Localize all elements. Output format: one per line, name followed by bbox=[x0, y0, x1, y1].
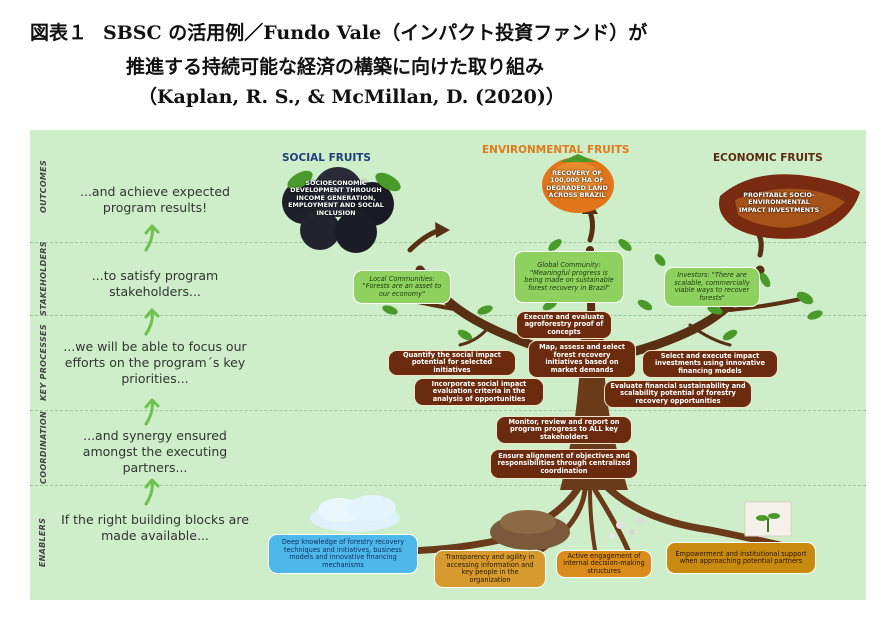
process-quantify-social-impact: Quantify the social impact potential for… bbox=[388, 350, 516, 376]
process-map-assess-select: Map, assess and select forest recovery i… bbox=[528, 340, 636, 378]
enabler-empowerment-support: Empowerment and institutional support wh… bbox=[666, 542, 816, 574]
stakeholder-investors: Investors: "There are scalable, commerci… bbox=[664, 267, 760, 307]
stakeholder-local-communities: Local Communities: "Forests are an asset… bbox=[353, 270, 451, 304]
stakeholder-global-community: Global Community: "Meaningful progress i… bbox=[514, 251, 624, 303]
up-arrow-icon bbox=[144, 478, 160, 506]
seeds-image bbox=[609, 517, 643, 539]
row-label-enablers: ENABLERS bbox=[38, 517, 48, 568]
process-incorporate-social-criteria: Incorporate social impact evaluation cri… bbox=[414, 378, 544, 406]
environmental-fruit bbox=[542, 154, 614, 213]
caption-title: SBSC の活用例／Fundo Vale（インパクト投資ファンド）が bbox=[103, 22, 648, 44]
environmental-fruit-text: RECOVERY OF 100,000 HA OF DEGRADED LAND … bbox=[546, 169, 608, 200]
environmental-fruits-heading: ENVIRONMENTAL FRUITS bbox=[482, 144, 630, 156]
coordination-ensure-alignment: Ensure alignment of objectives and respo… bbox=[490, 449, 638, 479]
social-fruit-text: SOCIOECONOMIC DEVELOPMENT THROUGH INCOME… bbox=[288, 179, 384, 217]
caption-line-3: （Kaplan, R. S., & McMillan, D. (2020)） bbox=[138, 86, 565, 108]
outcomes-text: ...and achieve expected program results! bbox=[80, 184, 230, 215]
enabler-active-engagement: Active engagement of internal decision-m… bbox=[556, 550, 652, 578]
coordination-monitor-review: Monitor, review and report on program pr… bbox=[496, 416, 632, 444]
row-label-coordination: COORDINATION bbox=[38, 411, 48, 484]
cloud-image bbox=[310, 495, 400, 532]
row-label-stakeholders: STAKEHOLDERS bbox=[38, 241, 48, 316]
enabler-deep-knowledge: Deep knowledge of forestry recovery tech… bbox=[268, 534, 418, 574]
stakeholders-text: ...to satisfy program stakeholders... bbox=[91, 268, 219, 299]
process-evaluate-financial-sustainability: Evaluate financial sustainability and sc… bbox=[604, 380, 752, 408]
sprout-image bbox=[744, 501, 792, 537]
social-fruits-heading: SOCIAL FRUITS bbox=[282, 152, 371, 164]
enablers-text: If the right building blocks are made av… bbox=[61, 512, 249, 543]
economic-fruits-heading: ECONOMIC FRUITS bbox=[713, 152, 823, 164]
up-arrow-icon bbox=[144, 398, 160, 426]
economic-fruit bbox=[719, 174, 860, 239]
social-fruit-cluster bbox=[282, 167, 401, 253]
coordination-text: ...and synergy ensured amongst the execu… bbox=[82, 428, 228, 475]
figure-label: 図表１ bbox=[30, 22, 88, 44]
up-arrow-icon bbox=[144, 308, 160, 336]
caption-line-1: 図表１ SBSC の活用例／Fundo Vale（インパクト投資ファンド）が bbox=[30, 18, 647, 45]
process-execute-agroforestry: Execute and evaluate agroforestry proof … bbox=[516, 311, 612, 339]
economic-fruit-text: PROFITABLE SOCIO-ENVIRONMENTAL IMPACT IN… bbox=[738, 191, 820, 214]
band-divider bbox=[30, 315, 866, 316]
process-select-impact-investments: Select and execute impact investments us… bbox=[642, 350, 778, 378]
band-divider bbox=[30, 410, 866, 411]
row-label-key-processes: KEY PROCESSES bbox=[38, 324, 48, 401]
up-arrow-icon bbox=[144, 224, 160, 252]
tree-illustration bbox=[282, 154, 860, 563]
soil-image bbox=[490, 510, 570, 550]
band-divider bbox=[30, 242, 866, 243]
key-processes-text: ...we will be able to focus our efforts … bbox=[63, 339, 247, 386]
enabler-transparency-agility: Transparency and agility in accessing in… bbox=[434, 550, 546, 588]
row-label-outcomes: OUTCOMES bbox=[38, 159, 48, 213]
sbsc-tree-diagram: OUTCOMES STAKEHOLDERS KEY PROCESSES COOR… bbox=[30, 130, 866, 600]
band-divider bbox=[30, 485, 866, 486]
caption-line-2: 推進する持続可能な経済の構築に向けた取り組み bbox=[126, 56, 545, 78]
